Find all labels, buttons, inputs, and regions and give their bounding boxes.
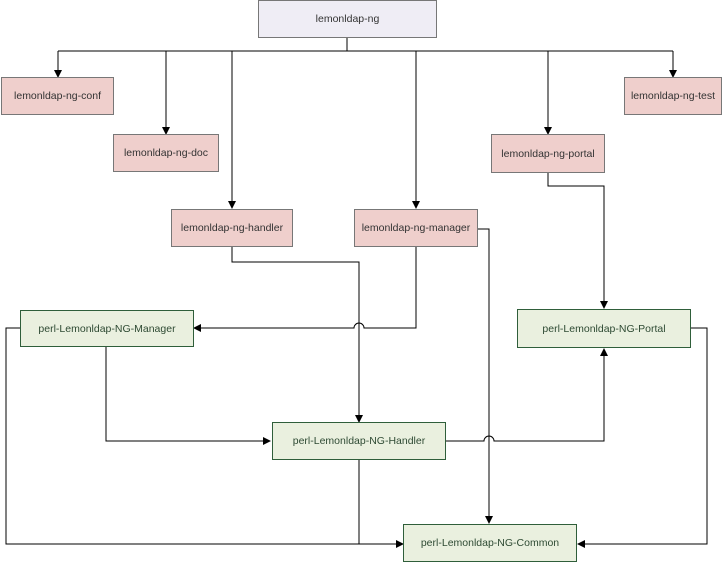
arrow-perl-portal-to-perl-common — [577, 327, 708, 548]
node-perl-lemonldap-ng-portal[interactable]: perl-Lemonldap-NG-Portal — [517, 309, 691, 348]
connector-root-bus — [58, 38, 673, 52]
arrow-manager-to-perl-common — [478, 228, 493, 524]
arrow-portal-to-perl-portal — [547, 173, 608, 309]
arrow-handler-to-perl-handler — [231, 247, 363, 423]
node-lemonldap-ng-manager[interactable]: lemonldap-ng-manager — [354, 209, 478, 247]
node-lemonldap-ng-doc[interactable]: lemonldap-ng-doc — [113, 134, 219, 172]
node-perl-lemonldap-ng-handler[interactable]: perl-Lemonldap-NG-Handler — [272, 422, 446, 460]
arrow-perl-manager-to-perl-handler — [105, 346, 271, 445]
arrow-perl-handler-to-perl-portal — [446, 348, 608, 442]
node-lemonldap-ng-handler[interactable]: lemonldap-ng-handler — [171, 209, 293, 247]
node-perl-lemonldap-ng-manager[interactable]: perl-Lemonldap-NG-Manager — [20, 310, 194, 347]
node-lemonldap-ng-conf[interactable]: lemonldap-ng-conf — [1, 77, 114, 115]
arrow-perl-manager-to-perl-common — [5, 327, 404, 548]
node-lemonldap-ng[interactable]: lemonldap-ng — [258, 0, 437, 38]
node-lemonldap-ng-portal[interactable]: lemonldap-ng-portal — [491, 134, 605, 173]
node-lemonldap-ng-test[interactable]: lemonldap-ng-test — [624, 77, 722, 115]
node-perl-lemonldap-ng-common[interactable]: perl-Lemonldap-NG-Common — [403, 524, 577, 562]
arrow-manager-to-perl-manager — [193, 247, 417, 332]
